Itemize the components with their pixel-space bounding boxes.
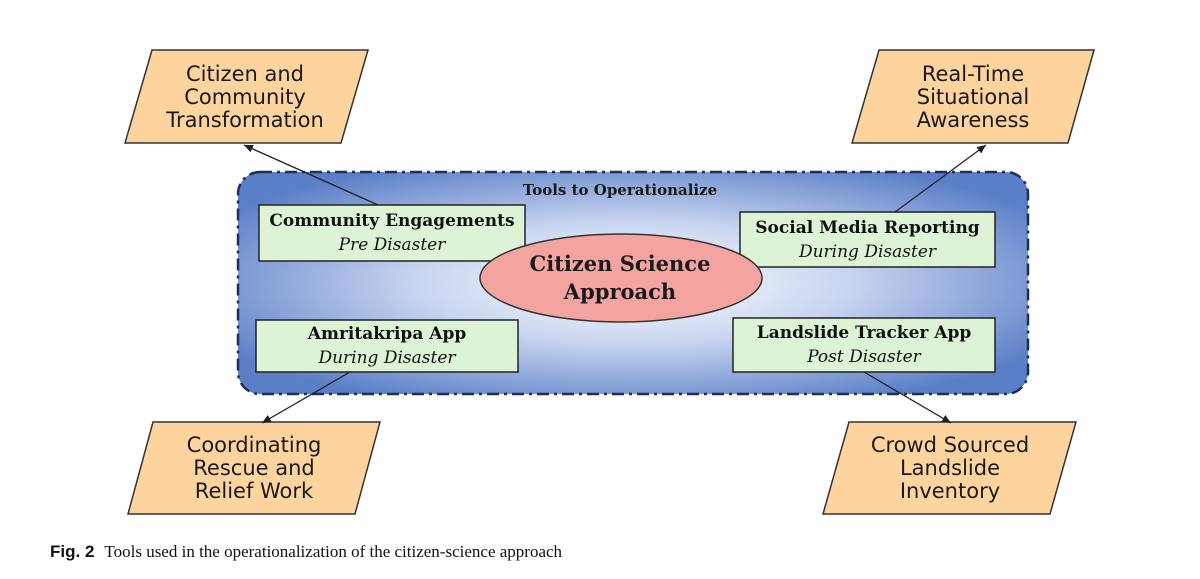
tool-name: Amritakripa App (307, 324, 467, 344)
tool-name: Landslide Tracker App (756, 323, 972, 343)
outcome-top-right: Real-Time Situational Awareness (916, 61, 1030, 132)
tool-social-media-reporting: Social Media Reporting During Disaster (740, 212, 995, 267)
tool-name: Community Engagements (269, 211, 515, 231)
tool-box-amritakripa-app (255, 319, 519, 373)
outcome-top-left-shape (124, 49, 369, 144)
center-label: Citizen Science Approach (529, 251, 711, 304)
outcome-bottom-left: Coordinating Rescue and Relief Work (186, 432, 322, 503)
arrow-to-bottom-right (863, 371, 952, 424)
caption-label: Fig. 2 (50, 542, 95, 561)
tool-amritakripa-app: Amritakripa App During Disaster (256, 320, 518, 372)
arrow-to-top-right (894, 144, 987, 213)
tool-box-landslide-tracker-app (732, 317, 996, 373)
tool-name: Social Media Reporting (755, 217, 980, 238)
container-title: Tools to Operationalize (522, 181, 718, 199)
tool-phase: During Disaster (798, 241, 937, 262)
outcome-top-right-shape (851, 49, 1095, 144)
arrow-to-bottom-left (261, 371, 351, 424)
outcome-top-left: Citizen and Community Transformation (166, 61, 324, 132)
tool-phase: Pre Disaster (338, 235, 446, 255)
tool-box-community-engagements (258, 204, 526, 262)
outcome-bottom-right-shape (822, 421, 1077, 515)
tool-phase: During Disaster (318, 348, 456, 368)
tool-phase: Post Disaster (807, 347, 921, 367)
arrow-to-top-left (243, 144, 379, 206)
tool-landslide-tracker-app: Landslide Tracker App Post Disaster (733, 318, 995, 372)
figure-caption: Fig. 2 Tools used in the operationalizati… (50, 542, 562, 562)
outcome-bottom-right: Crowd Sourced Landslide Inventory (870, 432, 1030, 503)
outcome-bottom-left-shape (127, 421, 381, 515)
caption-text: Tools used in the operationalization of … (104, 542, 563, 561)
tool-box-social-media-reporting (739, 211, 996, 268)
tool-community-engagements: Community Engagements Pre Disaster (259, 205, 525, 261)
center-ellipse (479, 233, 763, 323)
